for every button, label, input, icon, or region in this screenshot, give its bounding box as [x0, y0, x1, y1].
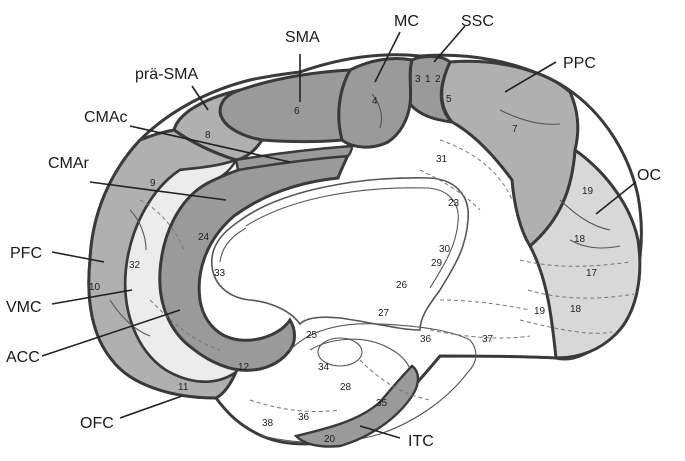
label-oc: OC: [637, 167, 661, 184]
area-36-mid: 36: [420, 334, 432, 345]
area-18-top: 18: [574, 234, 586, 245]
label-itc: ITC: [408, 433, 434, 450]
area-8: 8: [205, 130, 211, 141]
label-cmar: CMAr: [48, 155, 90, 172]
area-23: 23: [448, 198, 460, 209]
area-2: 2: [435, 74, 441, 85]
area-24: 24: [198, 232, 210, 243]
area-37: 37: [482, 334, 494, 345]
label-ssc: SSC: [461, 13, 494, 30]
leader-ofc: [120, 396, 182, 418]
area-3: 3: [415, 74, 421, 85]
label-acc: ACC: [6, 349, 40, 366]
area-28: 28: [340, 382, 352, 393]
area-12: 12: [238, 362, 250, 373]
area-11: 11: [178, 382, 189, 393]
label-pre-sma: prä-SMA: [135, 66, 198, 83]
area-9: 9: [150, 178, 156, 189]
area-30: 30: [439, 244, 451, 255]
area-27: 27: [378, 308, 390, 319]
area-5: 5: [446, 94, 452, 105]
area-6: 6: [294, 106, 300, 117]
area-20: 20: [324, 434, 336, 445]
sma-region: [220, 70, 350, 142]
area-19-top: 19: [582, 186, 594, 197]
area-19-bottom: 19: [534, 306, 546, 317]
label-vmc: VMC: [6, 299, 42, 316]
area-1: 1: [425, 74, 431, 85]
area-31: 31: [436, 154, 448, 165]
label-cmac: CMAc: [84, 109, 128, 126]
area-36-low: 36: [298, 412, 310, 423]
area-17: 17: [586, 268, 598, 279]
area-32: 32: [129, 260, 141, 271]
label-ppc: PPC: [563, 55, 596, 72]
label-ofc: OFC: [80, 415, 114, 432]
area-18-bottom: 18: [570, 304, 582, 315]
area-34: 34: [318, 362, 330, 373]
area-4: 4: [372, 96, 378, 107]
area-33: 33: [214, 268, 226, 279]
area-38: 38: [262, 418, 274, 429]
area-29: 29: [431, 258, 443, 269]
area-35: 35: [376, 398, 388, 409]
area-26: 26: [396, 280, 408, 291]
area-10: 10: [89, 282, 101, 293]
label-mc: MC: [394, 13, 419, 30]
area-25: 25: [306, 330, 318, 341]
label-sma: SMA: [285, 29, 320, 46]
area-7: 7: [512, 124, 518, 135]
label-pfc: PFC: [10, 245, 42, 262]
